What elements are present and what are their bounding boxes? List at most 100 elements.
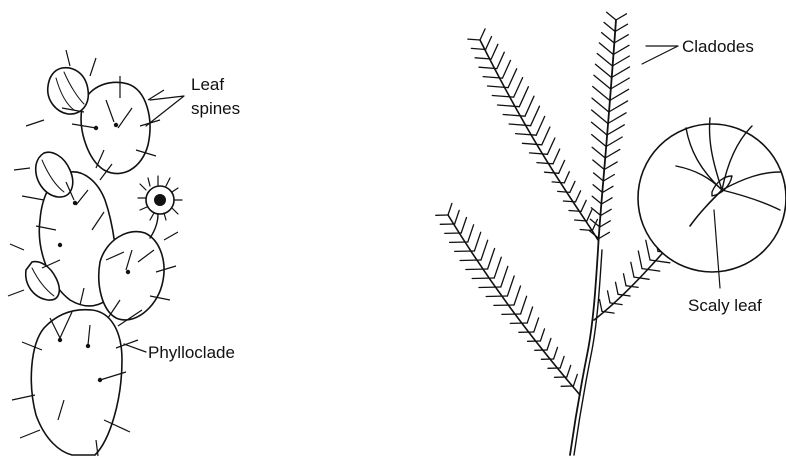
cladode-needle bbox=[497, 52, 504, 68]
cladode-needle bbox=[624, 274, 627, 286]
cladode-needle bbox=[593, 160, 605, 170]
cladode-needle bbox=[576, 191, 581, 202]
cladode-needle bbox=[564, 172, 569, 183]
cladode-needle bbox=[468, 39, 480, 40]
cladode-needle bbox=[604, 22, 615, 31]
cladode-needle bbox=[614, 35, 628, 43]
cladode-needle bbox=[530, 153, 548, 154]
cladode-needle bbox=[486, 37, 492, 50]
cladode-needle bbox=[609, 101, 628, 112]
cladode-needle bbox=[607, 12, 616, 20]
cladode-needle bbox=[547, 338, 551, 350]
cladode-needle bbox=[525, 96, 534, 116]
cladode-needle bbox=[542, 127, 550, 145]
cladode-needle bbox=[592, 110, 608, 124]
cladode-needle bbox=[486, 296, 507, 297]
cladode-needle bbox=[591, 208, 600, 216]
cladode-needle bbox=[606, 137, 622, 147]
cladode-needle bbox=[537, 163, 553, 164]
cladode-needle bbox=[599, 232, 610, 238]
cladode-needle bbox=[559, 160, 565, 173]
cladode-needle bbox=[608, 113, 626, 124]
cladode-needle bbox=[552, 182, 564, 183]
cladode-needle bbox=[503, 115, 525, 117]
cladode-needle bbox=[650, 260, 670, 263]
cladode-needle bbox=[514, 286, 521, 305]
cladode-needle bbox=[521, 296, 527, 314]
cladode-needle bbox=[592, 98, 609, 112]
lower-phylloclade-pad bbox=[31, 310, 122, 455]
cladode-needle bbox=[501, 266, 508, 287]
cladode-needle bbox=[560, 356, 564, 368]
magnified-inset-circle bbox=[638, 124, 786, 272]
cladode-needle bbox=[605, 149, 620, 158]
cladode-needle bbox=[488, 249, 495, 270]
cladode-needle bbox=[593, 185, 602, 193]
cladode-needle bbox=[593, 87, 610, 101]
phylloclade-label: Phylloclade bbox=[148, 343, 235, 362]
cladode-needle bbox=[601, 209, 612, 215]
cladode-needle bbox=[480, 29, 485, 40]
cladode-needle bbox=[608, 291, 611, 303]
cladode-needle bbox=[618, 294, 630, 296]
cladode-needle bbox=[603, 186, 614, 192]
cladode-needle bbox=[631, 262, 634, 277]
cladode-needle bbox=[602, 198, 613, 204]
cladode-needle bbox=[594, 173, 604, 181]
cladode-needle bbox=[503, 60, 511, 78]
cladode-needle bbox=[592, 122, 608, 135]
cladode-needle bbox=[563, 201, 575, 202]
cladode-needle bbox=[522, 143, 541, 145]
cladode-needle bbox=[592, 135, 606, 147]
cladode-needle bbox=[448, 203, 452, 215]
cladode-branch-illustration bbox=[436, 12, 786, 455]
upper-phylloclade-pad bbox=[81, 82, 150, 173]
cladode-needle bbox=[604, 162, 617, 170]
cladode-needle bbox=[626, 286, 638, 288]
opuntia-illustration bbox=[8, 50, 184, 456]
cladode-needle bbox=[599, 43, 613, 55]
leaf-spines-label-line2: spines bbox=[191, 99, 240, 118]
cladode-needle bbox=[600, 221, 611, 227]
left-bud-pad bbox=[36, 152, 73, 197]
cladode-needle bbox=[536, 116, 545, 135]
cladode-needle bbox=[455, 210, 460, 224]
cladode-needle bbox=[600, 300, 603, 312]
cladode-needle bbox=[607, 125, 624, 135]
cladode-needle bbox=[516, 134, 537, 136]
cladode-needle bbox=[479, 287, 501, 288]
cladode-needle bbox=[597, 54, 612, 67]
top-bud-pad bbox=[48, 68, 89, 114]
cladode-needle bbox=[474, 232, 480, 251]
cladode-needle bbox=[545, 172, 559, 173]
cladode-needle bbox=[553, 149, 560, 164]
cladode-needle bbox=[519, 87, 528, 107]
cladode-needle bbox=[509, 124, 530, 126]
cladode-needle bbox=[481, 240, 488, 260]
cladode-needle bbox=[638, 251, 642, 269]
cladode-needle bbox=[573, 374, 577, 386]
cladode-needle bbox=[540, 329, 544, 341]
scaly-leaf-label: Scaly leaf bbox=[688, 296, 762, 315]
cladode-needle bbox=[613, 45, 629, 54]
cladode-needle bbox=[592, 196, 601, 204]
cladode-needle bbox=[531, 106, 540, 126]
cladode-needle bbox=[602, 33, 615, 43]
cladode-needle bbox=[611, 78, 630, 89]
cladode-needle bbox=[569, 211, 581, 212]
cladode-needle bbox=[494, 257, 501, 278]
cladode-needle bbox=[514, 78, 523, 98]
cladode-needle bbox=[595, 64, 611, 77]
cladode-needle bbox=[554, 347, 558, 359]
cladode-needle bbox=[594, 75, 611, 89]
cladode-needle bbox=[508, 69, 517, 88]
cladode-needle bbox=[612, 56, 629, 66]
cladode-needle bbox=[488, 86, 509, 88]
cladode-needle bbox=[567, 365, 571, 377]
cladode-needle bbox=[460, 260, 481, 261]
cladode-needle bbox=[461, 218, 466, 234]
cladode-needle bbox=[615, 24, 627, 31]
cladode-needle bbox=[507, 276, 514, 296]
cladode-needle bbox=[642, 269, 660, 272]
